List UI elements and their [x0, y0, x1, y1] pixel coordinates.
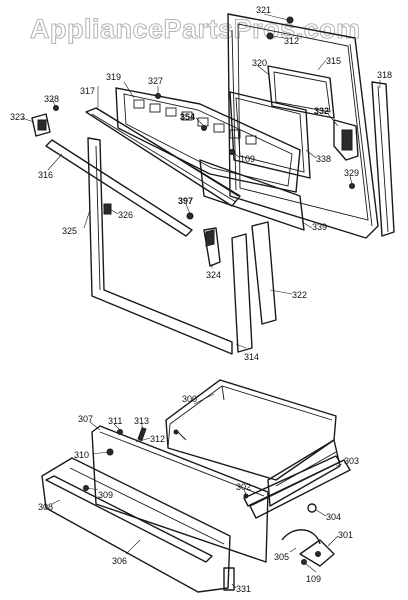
callout-312: 312 [284, 36, 299, 46]
callout-397: 397 [178, 196, 193, 206]
callout-306: 306 [112, 556, 127, 566]
part-inner-door-liner [115, 87, 301, 193]
part-drawer-trim [41, 457, 231, 593]
part-door-handle-rod [45, 139, 193, 237]
callout-314: 314 [244, 352, 259, 362]
callout-315: 315 [326, 56, 341, 66]
part-drawer-glide [83, 485, 89, 491]
callout-305: 305 [274, 552, 289, 562]
callout-338: 338 [316, 154, 331, 164]
callout-labels: 321 312 315 318 319 327 320 317 328 323 … [10, 5, 392, 594]
callout-325: 325 [62, 226, 77, 236]
screw-icon [201, 125, 207, 131]
callout-354: 354 [180, 112, 195, 122]
callout-321: 321 [256, 5, 271, 15]
callout-313: 313 [134, 416, 149, 426]
callout-319: 319 [106, 72, 121, 82]
screw-icon [229, 149, 235, 155]
callout-308: 308 [38, 502, 53, 512]
callout-312-lower: 312 [150, 434, 165, 444]
callout-332: 332 [314, 106, 329, 116]
callout-307: 307 [78, 414, 93, 424]
part-side-trim [371, 81, 395, 237]
callout-322: 322 [292, 290, 307, 300]
part-roller [307, 503, 317, 513]
part-hinge-receptacle [103, 203, 112, 215]
part-glass-pane [229, 91, 311, 179]
callout-301: 301 [338, 530, 353, 540]
callout-328: 328 [44, 94, 59, 104]
screw-icon [117, 429, 123, 435]
callout-326: 326 [118, 210, 133, 220]
callout-320: 320 [252, 58, 267, 68]
callout-317: 317 [80, 86, 95, 96]
callout-331: 331 [236, 584, 251, 594]
callout-304: 304 [326, 512, 341, 522]
leader-lines [21, 13, 381, 589]
part-end-bracket [223, 567, 235, 591]
part-handle-end-cap [31, 105, 59, 137]
part-drawer-rail [249, 459, 351, 519]
part-drawer-front-panel [91, 425, 269, 563]
part-door-latch [333, 119, 359, 161]
part-door-gasket [199, 159, 305, 231]
screw-icon [349, 183, 355, 189]
part-door-top-trim [85, 107, 241, 207]
part-drawer-slide [243, 455, 341, 507]
callout-311: 311 [108, 416, 122, 426]
callout-323: 323 [10, 112, 25, 122]
callout-324: 324 [206, 270, 221, 280]
callout-318: 318 [377, 70, 392, 80]
callout-303: 303 [344, 456, 359, 466]
callout-310: 310 [74, 450, 89, 460]
callout-316: 316 [38, 170, 53, 180]
part-door-frame [87, 137, 277, 355]
part-outer-door-panel [227, 13, 379, 239]
callout-109: 109 [240, 154, 255, 164]
part-door-window-cutout [267, 65, 335, 119]
callout-309: 309 [98, 490, 113, 500]
callout-339: 339 [312, 222, 327, 232]
callout-302: 302 [236, 482, 251, 492]
callout-329: 329 [344, 168, 359, 178]
part-door-hinge [186, 212, 221, 267]
screw-icon [155, 93, 161, 99]
callout-300: 300 [182, 394, 197, 404]
bolt-icon [137, 427, 147, 441]
part-drawer-spring-bracket [281, 529, 335, 567]
callout-109-lower: 109 [306, 574, 321, 584]
callout-327: 327 [148, 76, 163, 86]
